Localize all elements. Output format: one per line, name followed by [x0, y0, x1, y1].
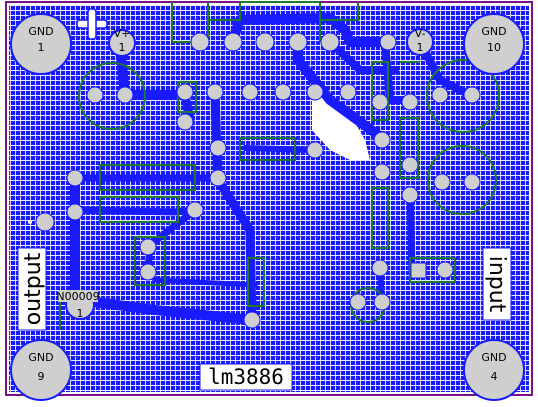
hole-number: 4 [491, 370, 498, 383]
pad [320, 32, 340, 52]
svg-text:input: input [484, 256, 509, 313]
net-label-number: 1 [77, 307, 84, 320]
pad [176, 113, 194, 131]
pad [243, 311, 261, 329]
pad [373, 163, 391, 181]
output-connector-label: output [17, 247, 47, 331]
pad [463, 173, 481, 191]
pad [463, 86, 481, 104]
pad [86, 86, 104, 104]
pad-square [410, 262, 427, 279]
pad [433, 173, 451, 191]
clearance-areas [28, 92, 370, 224]
pad [371, 93, 389, 111]
pad [401, 186, 419, 204]
silkscreen [59, 1, 500, 330]
terminal-v-plus: V+ 1 [108, 27, 136, 57]
pad [206, 83, 224, 101]
pad [241, 83, 259, 101]
chip-label: lm3886 [199, 363, 293, 391]
pad [401, 93, 419, 111]
pad [66, 203, 84, 221]
mounting-hole-gnd-1: GND 1 [10, 13, 72, 75]
mounting-hole-gnd-4: GND 4 [463, 339, 525, 401]
pad [139, 263, 157, 281]
hole-label: GND [28, 25, 53, 38]
pad [176, 83, 194, 101]
pad [436, 261, 454, 279]
pad [186, 201, 204, 219]
pad [139, 238, 157, 256]
pad [339, 83, 357, 101]
pad [66, 169, 84, 187]
pad [379, 33, 397, 51]
terminal-label: V+ [114, 27, 131, 40]
hole-label: GND [28, 351, 53, 364]
pad [373, 131, 391, 149]
pad [209, 169, 227, 187]
terminal-label: V- [415, 27, 426, 40]
pad [306, 83, 324, 101]
pad [209, 139, 227, 157]
mounting-hole-gnd-9: GND 9 [10, 339, 72, 401]
terminal-v-minus: V- 1 [406, 27, 434, 56]
pad [288, 32, 308, 52]
pad [223, 32, 243, 52]
net-label-n00009: N00009 1 [56, 290, 100, 320]
hole-label: GND [481, 351, 506, 364]
terminal-number: 1 [417, 41, 424, 54]
pad [116, 86, 134, 104]
pad [431, 86, 449, 104]
hole-label: GND [481, 25, 506, 38]
pad [255, 32, 275, 52]
hole-number: 10 [487, 41, 501, 54]
mounting-hole-gnd-10: GND 10 [463, 13, 525, 75]
pad [349, 293, 367, 311]
terminal-number: 1 [119, 41, 126, 54]
pad [35, 212, 55, 232]
svg-text:lm3886: lm3886 [208, 365, 284, 389]
pad [274, 83, 292, 101]
input-connector-label: input [482, 247, 512, 321]
pads [35, 32, 481, 329]
pad [306, 141, 324, 159]
pad [371, 259, 389, 277]
net-label-name: N00009 [56, 290, 99, 303]
plus-marker-icon [76, 8, 108, 40]
pad [190, 32, 210, 52]
pad [373, 293, 391, 311]
hole-number: 9 [38, 370, 45, 383]
svg-text:output: output [21, 252, 46, 325]
hole-number: 1 [38, 41, 45, 54]
copper-pour [9, 5, 529, 392]
pad [401, 156, 419, 174]
